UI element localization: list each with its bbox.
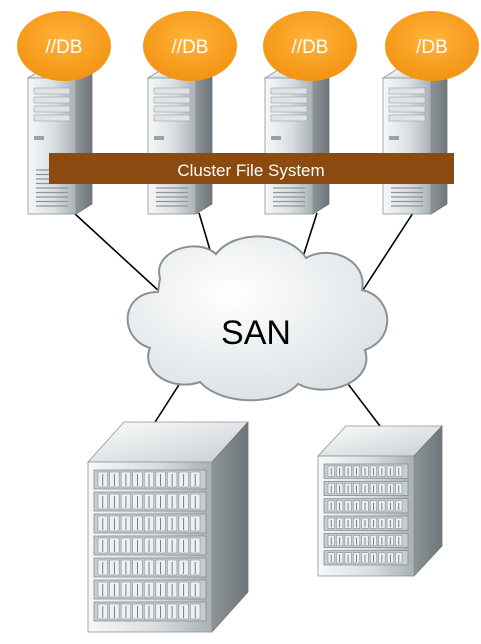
cluster-file-system-label: Cluster File System (177, 161, 324, 180)
db-label-text: //DB (172, 37, 209, 58)
link-db1-san (73, 212, 161, 293)
db-label-text: //DB (292, 37, 329, 58)
storage-rack-2 (317, 424, 443, 578)
db-server-2 (146, 67, 214, 215)
cluster-file-system-bar: Cluster File System (49, 153, 454, 184)
san-label: SAN (221, 314, 291, 352)
link-san-storage2 (344, 379, 384, 431)
san-cloud: SAN (126, 235, 389, 402)
connection-lines (73, 212, 414, 431)
db-ellipse (385, 11, 479, 81)
db-label-2: //DB (143, 11, 237, 81)
db-label-3: //DB (263, 11, 357, 81)
cloud-icon (126, 235, 389, 402)
db-server-group (26, 67, 449, 215)
db-label-1: //DB (17, 11, 111, 81)
storage-rack-group (87, 420, 443, 634)
storage-rack-1 (87, 420, 249, 634)
link-db4-san (362, 212, 414, 291)
db-server-3 (263, 67, 331, 215)
db-label-text: //DB (46, 37, 83, 58)
link-db3-san (301, 212, 318, 261)
db-server-1 (26, 67, 94, 215)
db-label-4: /DB (385, 11, 479, 81)
db-server-4 (381, 67, 449, 215)
db-ellipse (263, 11, 357, 81)
db-ellipse (17, 11, 111, 81)
db-ellipse (143, 11, 237, 81)
db-label-text: /DB (416, 37, 448, 58)
db-label-group: //DB //DB //DB/DB (17, 11, 479, 81)
